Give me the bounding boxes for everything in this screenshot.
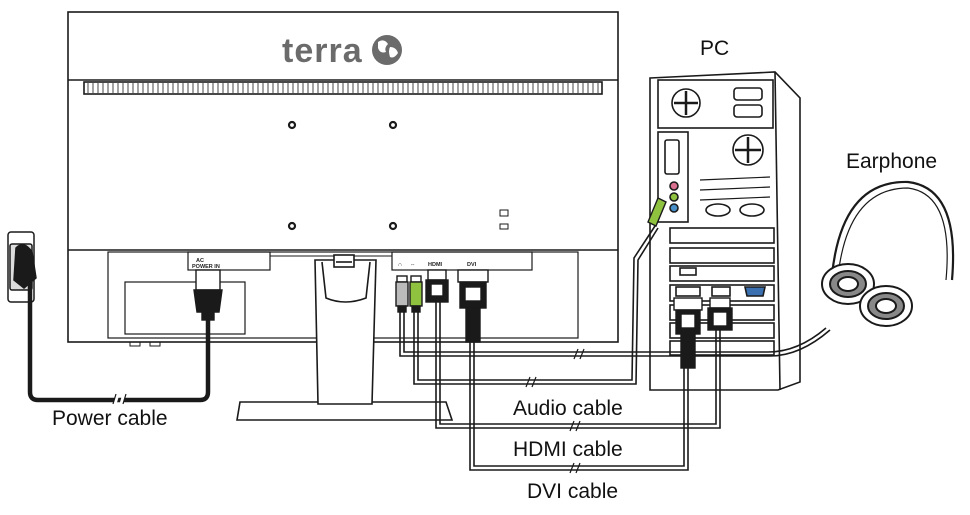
- right-ear-cup: [859, 285, 913, 327]
- dvi-cable-label: DVI cable: [527, 480, 619, 503]
- audio-port-green: [669, 192, 679, 202]
- pc-hdmi-plug: [707, 297, 733, 331]
- pc-tower: [649, 71, 801, 391]
- audio-port-pink: [669, 181, 679, 191]
- hdmi-cable: [435, 300, 721, 429]
- pc-hdmi-port: [711, 286, 731, 297]
- power-cable: [27, 262, 211, 403]
- power-plug: [193, 269, 223, 321]
- monitor-stand: [236, 254, 454, 421]
- globe-logo-icon: [372, 35, 402, 65]
- audio-plug-green: [409, 275, 423, 313]
- dvi-port-label: DVI: [467, 262, 477, 268]
- monitor-vent: [83, 81, 603, 95]
- hdmi-port-label: HDMI: [428, 262, 443, 268]
- pc-dvi-port: [675, 286, 701, 297]
- hdmi-plug-monitor: [425, 269, 449, 303]
- psu-socket: [733, 87, 763, 101]
- left-ear-cup: [821, 263, 875, 305]
- audio-in-port-icon: ⇔: [410, 262, 416, 268]
- ac-power-port-panel: [187, 251, 271, 271]
- audio-cable-label: Audio cable: [513, 397, 623, 420]
- pc-label: PC: [700, 37, 730, 60]
- cables: [27, 225, 831, 474]
- pc-dvi-plug: [673, 297, 703, 369]
- power-cable-label: Power cable: [52, 407, 168, 430]
- connectors: [193, 197, 733, 369]
- brand-logo-text: terra: [282, 32, 363, 70]
- case-fan-icon: [732, 134, 764, 166]
- pc-hdmi-port-small: [679, 267, 697, 276]
- earphone-plug: [395, 275, 409, 313]
- ac-power-label: POWER IN: [192, 264, 220, 270]
- earphone: [821, 180, 955, 327]
- psu-fan-icon: [671, 88, 701, 118]
- dvi-plug-monitor: [457, 269, 489, 343]
- audio-port-blue: [669, 203, 679, 213]
- pc-vga-port: [744, 286, 766, 297]
- serial-port: [664, 139, 680, 175]
- ac-power-label-line1: AC: [196, 258, 204, 264]
- audio-cable: [413, 227, 659, 385]
- lock-icon: [499, 209, 509, 230]
- vesa-holes: [287, 120, 398, 231]
- hdmi-cable-label: HDMI cable: [513, 438, 623, 461]
- earphone-label: Earphone: [846, 150, 938, 173]
- earphone-cable: [399, 310, 831, 357]
- headphone-port-icon: ∩: [398, 262, 402, 268]
- dvi-cable: [469, 340, 689, 471]
- pc-audio-plug: [647, 197, 667, 227]
